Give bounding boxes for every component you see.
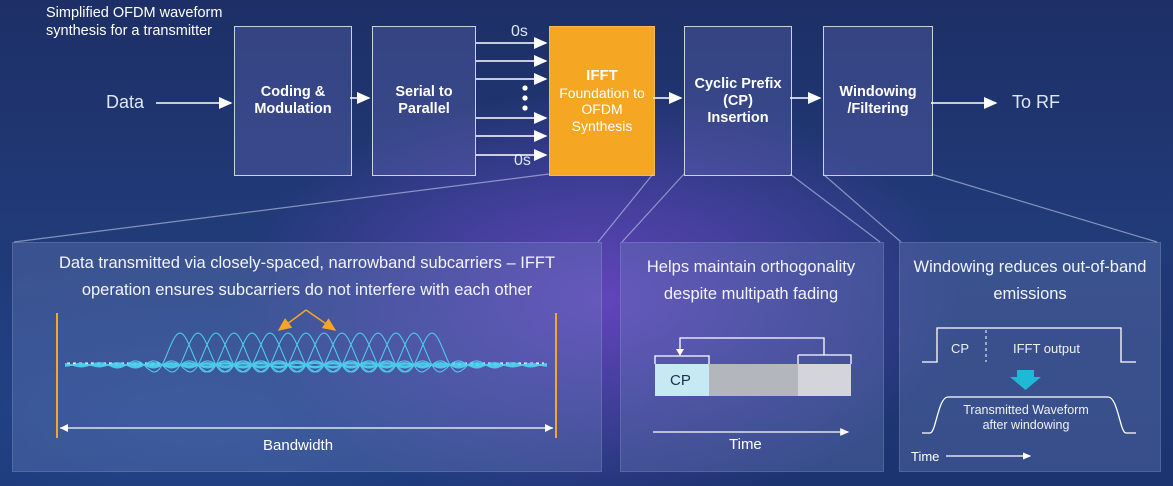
panel-connectors — [13, 173, 1158, 243]
ifft-block: IFFT Foundation to OFDM Synthesis — [549, 26, 655, 176]
coding-modulation-label: Coding & Modulation — [254, 84, 332, 117]
window-cp-label: CP — [951, 341, 970, 356]
cyclic-prefix-label: Cyclic Prefix (CP) Insertion — [694, 75, 782, 126]
windowing-filtering-block: Windowing /Filtering — [823, 26, 933, 176]
windowing-description: Windowing reduces out-of-band emissions — [913, 258, 1147, 303]
windowing-filtering-label: Windowing /Filtering — [839, 84, 917, 117]
serial-to-parallel-block: Serial to Parallel — [372, 26, 476, 176]
coding-modulation-block: Coding & Modulation — [234, 26, 352, 176]
data-input-label: Data — [106, 92, 145, 112]
cp-segment — [655, 364, 709, 396]
subcarrier-curve — [64, 332, 548, 373]
parallel-ellipsis — [522, 85, 528, 111]
windowing-panel — [899, 242, 1161, 472]
ifft-output-pulse — [922, 327, 1136, 363]
ifft-subtitle: Foundation to OFDM Synthesis — [559, 84, 645, 134]
serial-to-parallel-label: Serial to Parallel — [395, 84, 453, 117]
diagram-caption: Simplified OFDM waveform synthesis for a… — [46, 5, 223, 39]
bandwidth-label: Bandwidth — [263, 437, 334, 454]
cp-panel — [620, 242, 884, 472]
cp-copy-bracket — [679, 337, 852, 364]
cyclic-prefix-block: Cyclic Prefix (CP) Insertion — [684, 26, 792, 176]
ifft-title: IFFT — [586, 67, 618, 84]
cp-description: Helps maintain orthogonality despite mul… — [646, 258, 856, 303]
cp-time-label: Time — [729, 436, 762, 453]
transmitted-waveform-label: Transmitted Waveform after windowing — [963, 403, 1089, 432]
orange-arrow-left — [277, 309, 307, 331]
cp-segment-label: CP — [670, 372, 691, 389]
to-rf-label: To RF — [1012, 92, 1061, 112]
symbol-tail-segment — [798, 364, 851, 396]
zeros-bottom-label: 0s — [514, 152, 531, 169]
subcarriers-description: Data transmitted via closely-spaced, nar… — [58, 254, 556, 299]
orange-arrow-right — [305, 309, 337, 331]
zeros-top-label: 0s — [511, 23, 528, 40]
subcarriers-panel — [12, 242, 602, 472]
parallel-arrows — [476, 37, 548, 161]
windowed-waveform — [922, 396, 1136, 434]
window-time-label: Time — [911, 449, 940, 464]
symbol-segment — [709, 364, 798, 396]
down-arrow-icon — [1010, 370, 1041, 390]
cp-copy-arrowhead — [676, 349, 684, 356]
window-ifft-output-label: IFFT output — [1013, 341, 1080, 356]
subcarrier-curves — [64, 332, 548, 373]
